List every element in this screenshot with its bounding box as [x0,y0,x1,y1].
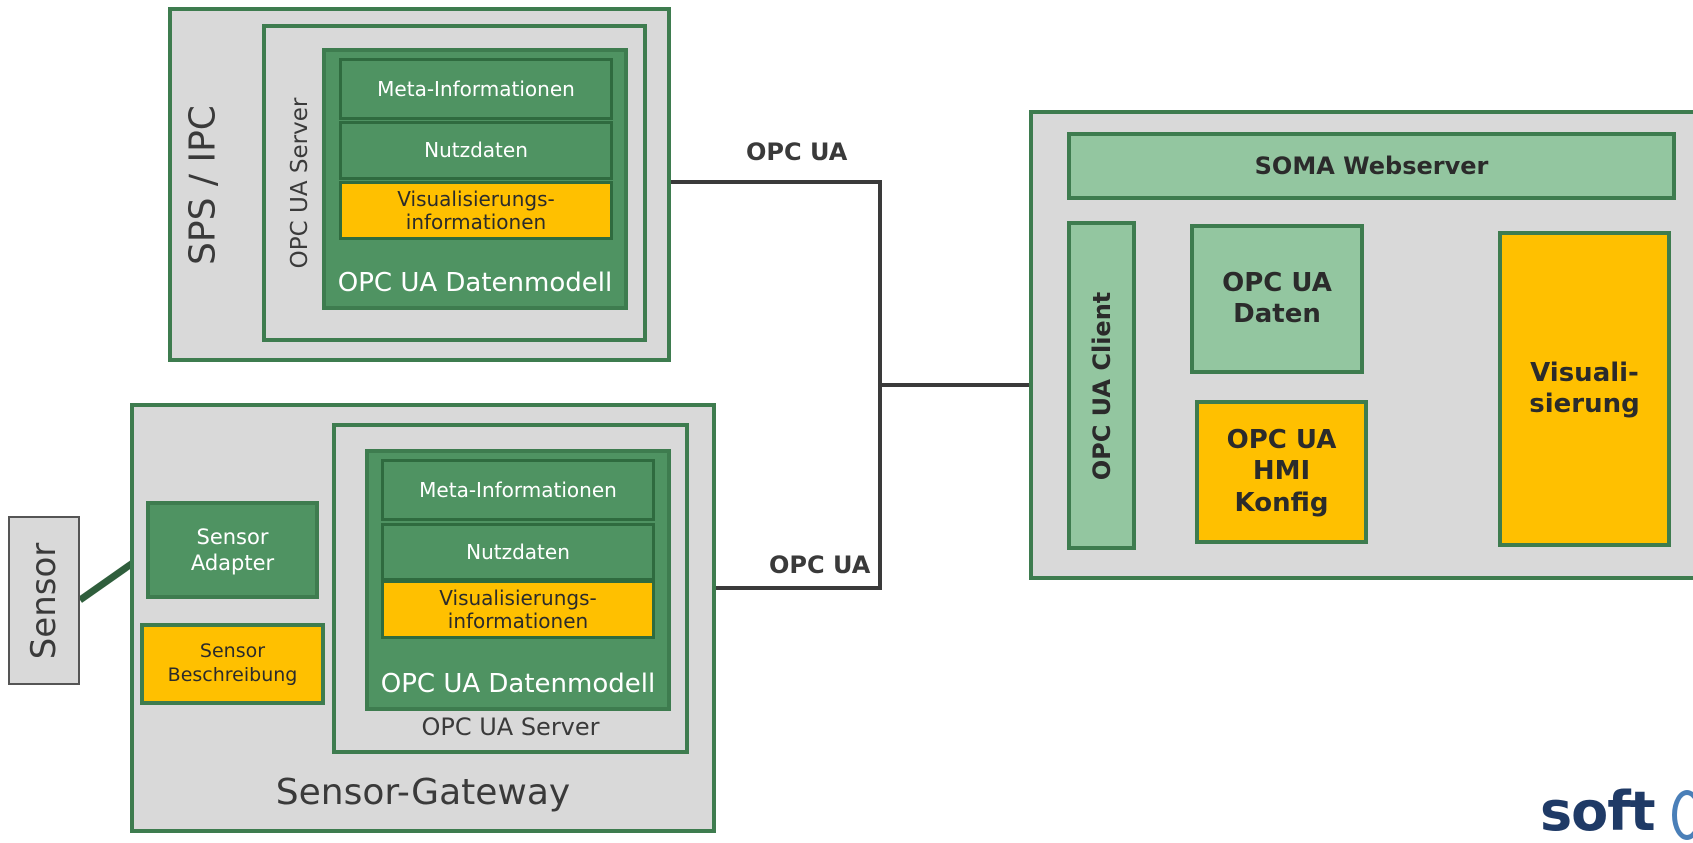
opc-ua-daten-box: OPC UA Daten [1190,224,1364,374]
gateway-meta-informationen: Meta-Informationen [381,459,655,521]
gateway-opc-ua-server-label: OPC UA Server [421,713,600,741]
sps-visualisierungsinformationen: Visualisierungs- informationen [339,181,613,240]
visualisierung-line1: Visuali- [1530,357,1639,388]
sps-vis-line2: informationen [405,209,547,234]
sensor-box [8,516,80,685]
sps-opc-ua-server-label: OPC UA Server [287,97,313,269]
gateway-datenmodell-label: OPC UA Datenmodell [380,669,656,699]
opc-ua-daten-line2: Daten [1233,299,1321,329]
opc-ua-bottom-connector [715,385,882,590]
sensor-beschreibung-box: Sensor Beschreibung [140,623,325,705]
sensor-gateway-title: Sensor-Gateway [275,772,571,813]
visualisierung-line2: sierung [1529,389,1640,419]
sensor-beschreibung-line2: Beschreibung [167,664,298,686]
opc-ua-bottom-label: OPC UA [769,551,871,579]
gateway-vis-line1: Visualisierungs- [439,585,597,610]
opc-ua-hmi-line3: Konfig [1234,487,1329,518]
sensor-adapter-line2: Adapter [190,551,275,575]
opc-ua-client-label: OPC UA Client [1088,291,1116,481]
sps-meta-informationen: Meta-Informationen [339,58,613,120]
sps-datenmodell-label: OPC UA Datenmodell [337,268,613,298]
sensor-label: Sensor [24,542,64,660]
sps-vis-line1: Visualisierungs- [397,186,555,211]
gateway-nutzdaten: Nutzdaten [381,523,655,581]
sps-nutzdaten: Nutzdaten [339,121,613,180]
opc-ua-hmi-konfig-box: OPC UA HMI Konfig [1195,400,1368,544]
gateway-visualisierungsinformationen: Visualisierungs- informationen [381,580,655,639]
opc-ua-hmi-line1: OPC UA [1226,425,1337,456]
opc-ua-daten-line1: OPC UA [1222,267,1332,298]
opc-ua-top-label: OPC UA [746,138,848,166]
sensor-adapter-line1: Sensor [196,524,269,549]
sensor-adapter-box: Sensor Adapter [146,501,319,599]
visualisierung-box: Visuali- sierung [1498,231,1671,547]
opc-ua-hmi-line2: HMI [1252,456,1311,487]
soma-webserver-bar: SOMA Webserver [1067,132,1676,200]
logo-text: soft [1540,780,1656,843]
opc-ua-top-connector [646,180,882,385]
gateway-vis-line2: informationen [447,608,589,633]
opc-ua-client-bar [1067,221,1136,550]
sps-ipc-title: SPS / IPC [182,105,224,265]
sensor-beschreibung-line1: Sensor [199,640,266,663]
logo-mark-icon [1672,790,1693,840]
